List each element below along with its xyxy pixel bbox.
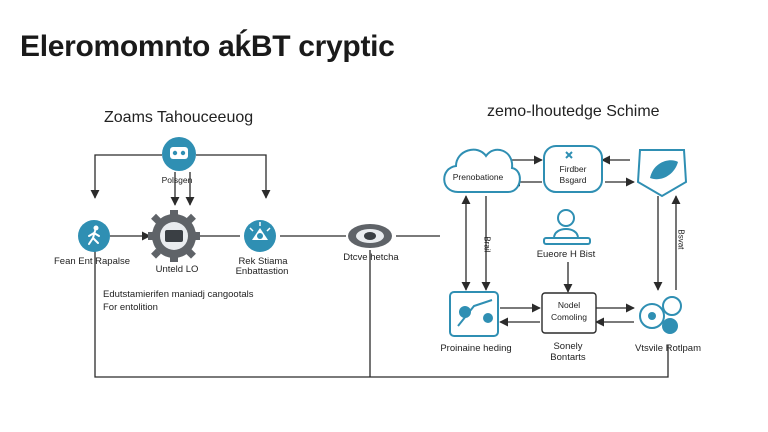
bsgard-label: Bsgard (559, 175, 587, 185)
proinaine-label: Proinaine heding (440, 343, 512, 354)
enbattastion-label: Enbattastion (235, 266, 289, 277)
model-label-line2: Comoling (551, 312, 587, 322)
left-note-line1: Edutstamierifen maniadj cangootals (103, 289, 254, 300)
diagram-title: Eleromomnto aḱBT cryptic (20, 30, 395, 63)
right-section-heading: zemo-lhoutedge Schime (487, 103, 660, 120)
polsgen-node-icon (162, 137, 196, 171)
gears-cluster-icon (639, 296, 682, 334)
left-note-line2: For entolition (103, 302, 158, 313)
cloud-icon (443, 148, 521, 193)
model-box (541, 292, 597, 334)
model-label-line1: Nodel (557, 300, 581, 310)
firdber-label: Firdber (559, 164, 587, 174)
side-right-label: Bsvat (676, 229, 686, 250)
gear-chip-icon (148, 210, 200, 262)
bridge-label: Dtcve hetcha (343, 252, 399, 263)
side-left-label: Brail (482, 236, 492, 253)
rek-stiama-label: Rek Stiama (238, 256, 288, 267)
walking-person-icon (78, 220, 110, 252)
unteld-label: Unteld LO (155, 264, 199, 275)
fean-ent-label: Fean Ent Rapalse (53, 256, 131, 267)
bontarts-label: Bontarts (550, 352, 586, 363)
sparkle-bot-icon (244, 220, 276, 252)
cloud-label: Prenobatione (452, 172, 504, 182)
center-label: Eueore H Bist (536, 249, 596, 260)
polsgen-label: Polsgen (161, 175, 193, 185)
vtsvile-label: Vtsvile Rotlpam (635, 343, 701, 354)
left-section-heading: Zoams Tahouceeuog (104, 109, 254, 126)
sonely-label: Sonely (553, 341, 583, 352)
leaf-shield-icon (636, 149, 688, 198)
person-desk-icon (543, 209, 591, 245)
graph-check-icon (449, 291, 499, 337)
firdber-box (543, 145, 603, 193)
eye-disc-icon (348, 224, 392, 248)
left-connectors (90, 154, 669, 378)
